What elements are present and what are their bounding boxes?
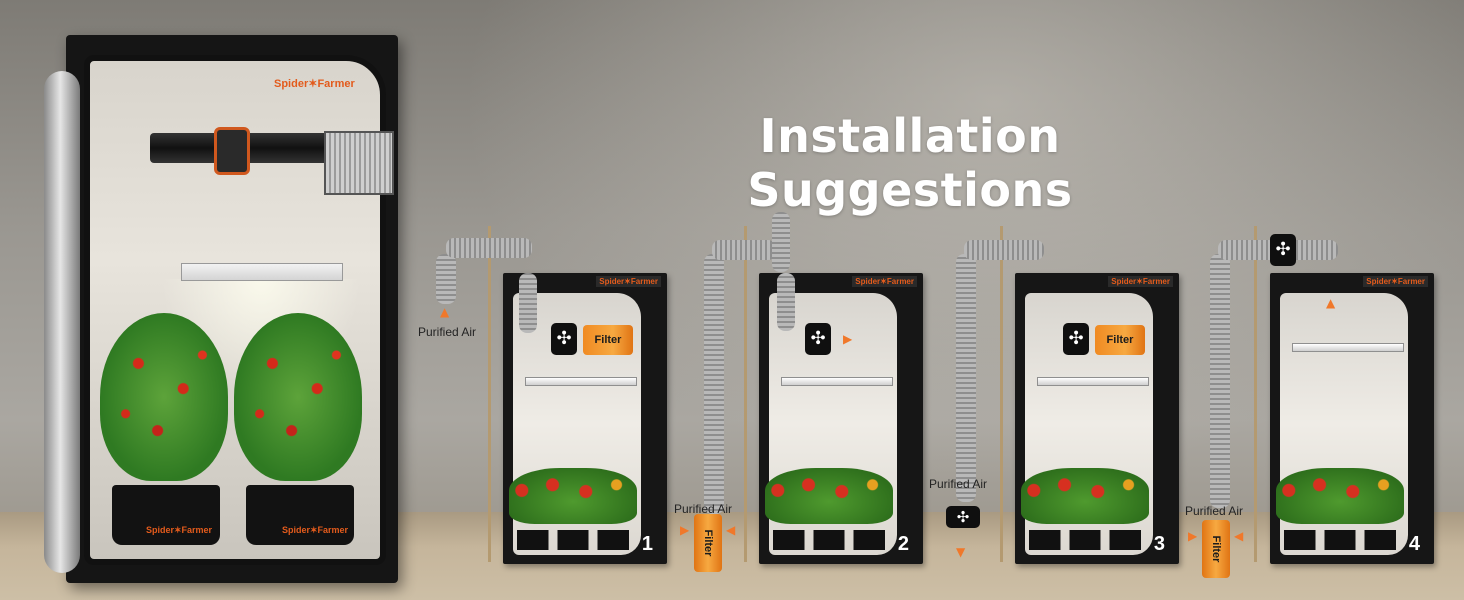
pots	[1029, 530, 1141, 550]
plants	[765, 468, 893, 524]
pots	[773, 530, 885, 550]
purified-air-label: Purified Air	[418, 325, 477, 339]
support-pole	[488, 226, 491, 562]
inner-duct	[777, 273, 795, 331]
exhaust-duct	[772, 212, 790, 272]
filter-box: Filter	[1095, 325, 1145, 355]
fan-icon: ✣	[946, 506, 980, 528]
tent-diagram-2: Spider✶Farmer ✣ ▶ 2	[759, 273, 923, 564]
purified-air-label: Purified Air	[674, 502, 733, 516]
setup-number: 3	[1153, 533, 1165, 555]
filter-box: Filter	[583, 325, 633, 355]
filter-label: Filter	[1210, 535, 1222, 563]
exhaust-duct	[436, 254, 456, 304]
pot-brand-logo: Spider✶Farmer	[146, 525, 213, 535]
air-arrow-icon: ◀	[726, 523, 736, 537]
grow-light	[781, 377, 893, 386]
pots	[517, 530, 629, 550]
setup-number: 1	[641, 533, 653, 555]
purified-air-label: Purified Air	[929, 477, 988, 491]
brand-logo: Spider✶Farmer	[852, 276, 917, 287]
tent-door-flap	[44, 71, 80, 573]
filter-label: Filter	[702, 529, 714, 557]
air-arrow-icon: ▶	[680, 523, 690, 537]
support-pole	[1000, 226, 1003, 562]
air-arrow-icon: ▲	[440, 305, 450, 319]
intake-duct	[704, 254, 724, 514]
grow-light	[1292, 343, 1404, 352]
air-arrow-icon: ▲	[1326, 296, 1336, 310]
carbon-filter	[324, 131, 394, 195]
tomato-plant	[234, 313, 362, 481]
exhaust-duct	[446, 238, 532, 258]
fan-icon: ✣	[551, 323, 577, 355]
purified-air-label: Purified Air	[1185, 504, 1244, 518]
tomato-plant	[100, 313, 228, 481]
tent-diagram-4: Spider✶Farmer ▲ 4	[1270, 273, 1434, 564]
air-arrow-icon: ▼	[956, 545, 966, 559]
fan-icon: ✣	[805, 323, 831, 355]
filter-canister: Filter	[1202, 520, 1230, 578]
plants	[1276, 468, 1404, 524]
pots	[1284, 530, 1396, 550]
grow-light	[525, 377, 637, 386]
brand-logo: Spider✶Farmer	[1108, 276, 1173, 287]
air-arrow-icon: ▶	[843, 332, 853, 346]
inner-duct	[519, 273, 537, 333]
fabric-pot: Spider✶Farmer	[246, 485, 354, 545]
brand-logo: Spider✶Farmer	[596, 276, 661, 287]
fabric-pot: Spider✶Farmer	[112, 485, 220, 545]
grow-tent-photo: Spider✶Farmer Spider✶Farmer Spider✶Farme…	[44, 35, 398, 583]
tent-diagram-1: Spider✶Farmer ✣ Filter 1	[503, 273, 667, 564]
plants	[509, 468, 637, 524]
pot-brand-logo: Spider✶Farmer	[282, 525, 349, 535]
exhaust-duct	[964, 240, 1044, 260]
support-pole	[744, 226, 747, 562]
exhaust-duct	[956, 254, 976, 502]
support-pole	[1254, 226, 1257, 562]
air-arrow-icon: ◀	[1234, 529, 1244, 543]
inline-fan	[214, 127, 250, 175]
setup-number: 2	[897, 533, 909, 555]
brand-logo: Spider✶Farmer	[1363, 276, 1428, 287]
page-title: Installation Suggestions	[747, 108, 1073, 217]
plants	[1021, 468, 1149, 524]
grow-light	[181, 263, 343, 281]
brand-logo: Spider✶Farmer	[274, 78, 355, 90]
intake-duct	[712, 240, 776, 260]
filter-canister: Filter	[694, 514, 722, 572]
tent-diagram-3: Spider✶Farmer ✣ Filter 3	[1015, 273, 1179, 564]
intake-duct	[1210, 254, 1230, 508]
fan-icon: ✣	[1063, 323, 1089, 355]
setup-number: 4	[1408, 533, 1420, 555]
air-arrow-icon: ▶	[1188, 529, 1198, 543]
grow-light	[1037, 377, 1149, 386]
fan-icon: ✣	[1270, 234, 1296, 266]
